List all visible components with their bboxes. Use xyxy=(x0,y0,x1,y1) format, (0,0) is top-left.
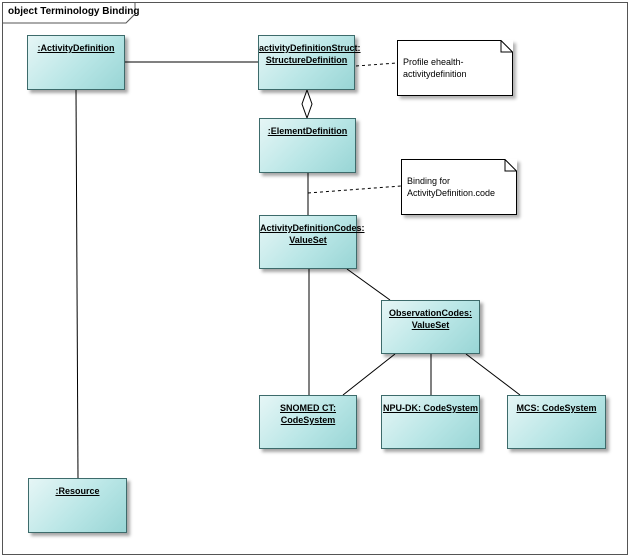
node-activity-definition[interactable]: :ActivityDefinition xyxy=(27,35,125,90)
node-snomed-ct[interactable]: SNOMED CT: CodeSystem xyxy=(259,395,357,449)
aggregation-diamond xyxy=(301,88,313,120)
frame-title: object Terminology Binding xyxy=(8,6,140,17)
note-anchor-binding xyxy=(307,185,402,194)
node-element-definition[interactable]: :ElementDefinition xyxy=(259,118,356,173)
node-structure-definition-label-2: StructureDefinition xyxy=(265,55,348,65)
node-observation-codes-label-2: ValueSet xyxy=(411,320,450,330)
node-npu-dk[interactable]: NPU-DK: CodeSystem xyxy=(381,395,480,449)
node-activity-definition-codes-label-1: ActivityDefinitionCodes: xyxy=(260,223,365,233)
note-profile-line-2: activitydefinition xyxy=(403,69,467,79)
connector-observation-snomed xyxy=(342,353,396,396)
connector-activity-resource xyxy=(75,89,79,479)
note-profile-text: Profile ehealth- activitydefinition xyxy=(403,56,509,80)
note-binding[interactable]: Binding for ActivityDefinition.code xyxy=(401,159,517,215)
note-profile[interactable]: Profile ehealth- activitydefinition xyxy=(397,40,513,96)
node-element-definition-label: :ElementDefinition xyxy=(267,126,348,136)
node-observation-codes[interactable]: ObservationCodes: ValueSet xyxy=(381,300,480,354)
node-structure-definition-label-1: activityDefinitionStruct: xyxy=(259,43,361,53)
node-activity-definition-label: :ActivityDefinition xyxy=(37,43,115,53)
node-snomed-ct-label-1: SNOMED CT: xyxy=(280,403,336,413)
note-binding-line-1: Binding for xyxy=(407,176,451,186)
node-snomed-ct-label-2: CodeSystem xyxy=(280,415,336,425)
connector-observation-mcs xyxy=(465,353,521,396)
node-npu-dk-label: NPU-DK: CodeSystem xyxy=(382,403,478,413)
note-profile-line-1: Profile ehealth- xyxy=(403,57,464,67)
note-anchor-profile xyxy=(355,62,398,67)
node-resource[interactable]: :Resource xyxy=(28,478,127,533)
node-activity-definition-codes-label-2: ValueSet xyxy=(289,235,327,245)
diagram-frame xyxy=(2,2,628,555)
node-resource-label: :Resource xyxy=(55,486,100,496)
node-observation-codes-label-1: ObservationCodes: xyxy=(388,308,473,318)
note-binding-text: Binding for ActivityDefinition.code xyxy=(407,175,513,199)
node-activity-definition-codes[interactable]: ActivityDefinitionCodes: ValueSet xyxy=(259,215,365,269)
node-structure-definition[interactable]: activityDefinitionStruct: StructureDefin… xyxy=(258,35,361,90)
frame-tab xyxy=(2,2,136,24)
note-profile-outline xyxy=(397,40,513,96)
note-binding-line-2: ActivityDefinition.code xyxy=(407,188,496,198)
node-mcs[interactable]: MCS: CodeSystem xyxy=(507,395,606,449)
node-mcs-label: MCS: CodeSystem xyxy=(516,403,597,413)
connector-activitycodes-observation xyxy=(346,268,391,301)
note-binding-outline xyxy=(401,159,517,215)
